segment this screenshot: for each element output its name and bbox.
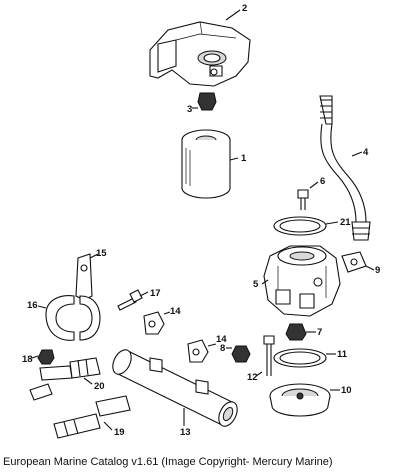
part-oil-line-hose	[319, 95, 371, 241]
part-long-bolt	[255, 335, 275, 377]
callout-5: 5	[253, 279, 259, 290]
callout-4: 4	[363, 147, 369, 158]
callout-10: 10	[341, 385, 352, 396]
part-small-nut	[31, 349, 55, 365]
callout-16: 16	[27, 300, 38, 311]
image-caption: European Marine Catalog v1.61 (Image Cop…	[3, 456, 333, 468]
callout-13: 13	[180, 427, 191, 438]
part-hose-fitting-upper	[29, 357, 101, 401]
part-o-ring-upper	[273, 216, 339, 236]
part-adapter-fitting	[192, 92, 217, 111]
part-fitting-elbow	[341, 251, 375, 273]
callout-6: 6	[320, 176, 325, 187]
part-filter-adapter-bracket	[149, 9, 251, 87]
callout-3: 3	[187, 104, 192, 115]
part-screw	[117, 289, 149, 311]
part-elbow-fitting-right	[187, 339, 217, 363]
part-small-bolt	[297, 181, 319, 210]
callout-19: 19	[114, 427, 125, 438]
part-clamp-halves	[37, 295, 101, 341]
callout-7: 7	[317, 327, 322, 338]
part-oil-filter	[181, 129, 239, 199]
part-filter-mount-block	[261, 245, 341, 317]
callout-17: 17	[150, 288, 161, 299]
part-hex-nut	[226, 345, 251, 363]
callout-21: 21	[340, 217, 351, 228]
callout-8: 8	[220, 343, 225, 354]
part-elbow-fitting-left	[143, 311, 171, 335]
callout-15: 15	[96, 248, 107, 259]
part-o-ring-lower	[273, 348, 336, 368]
callout-11: 11	[337, 349, 348, 360]
part-hose-fitting-lower	[53, 395, 131, 439]
callout-1: 1	[241, 153, 247, 164]
part-oil-cooler-tube	[112, 349, 238, 427]
part-nipple-fitting	[285, 323, 316, 341]
callout-9: 9	[375, 265, 380, 276]
callout-14-right: 14	[216, 334, 227, 345]
callout-20: 20	[94, 381, 105, 392]
callout-2: 2	[242, 3, 247, 14]
callout-12: 12	[247, 372, 258, 383]
part-cooler-cover	[269, 383, 340, 417]
part-u-bracket-clamp	[75, 253, 99, 301]
callout-14-left: 14	[170, 306, 181, 317]
callout-18: 18	[22, 354, 33, 365]
